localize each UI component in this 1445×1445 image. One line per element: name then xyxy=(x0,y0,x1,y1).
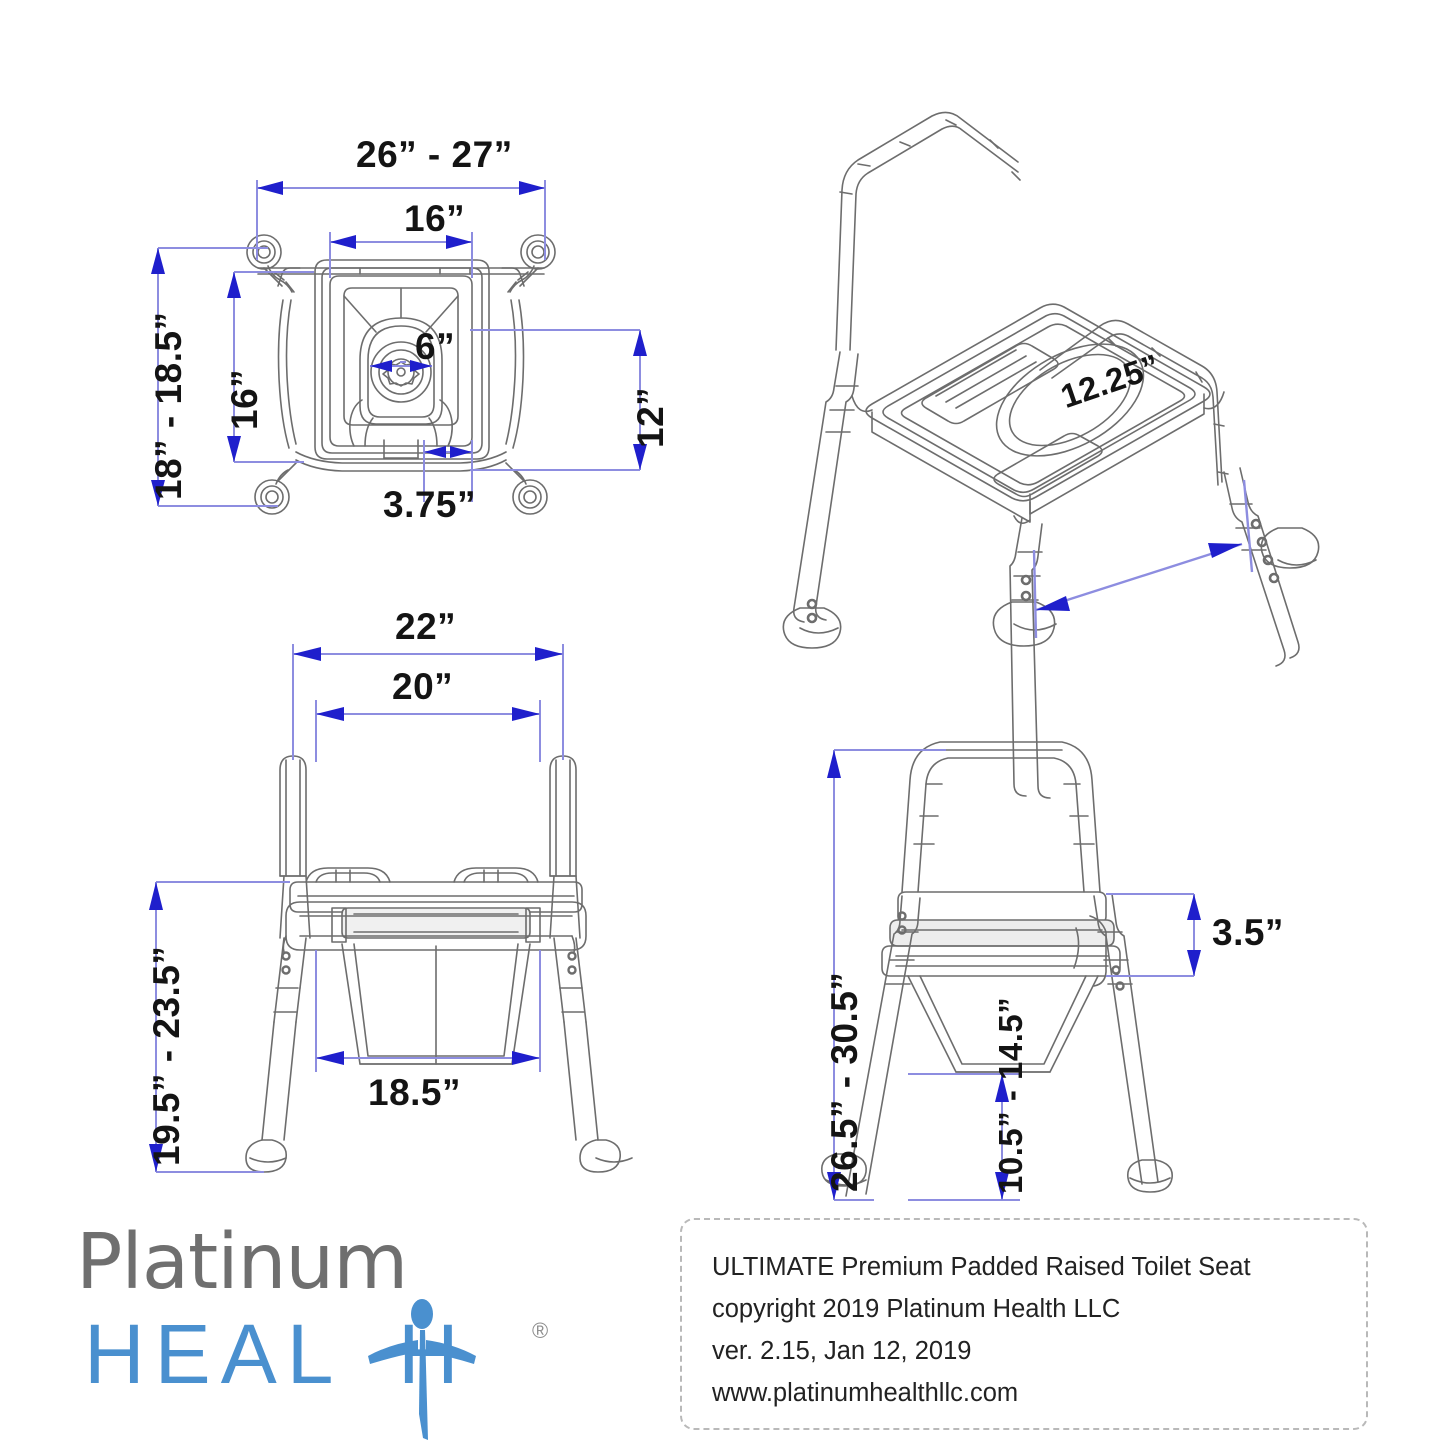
isometric-view: 12.25” xyxy=(740,80,1360,799)
dim-top-opening-width: 6” xyxy=(415,326,456,367)
top-view-drawing xyxy=(151,180,647,515)
front-view-drawing xyxy=(149,644,633,1173)
isometric-view-drawing xyxy=(782,111,1320,799)
dim-top-seat-depth: 16” xyxy=(224,368,265,430)
dim-top-seat-width: 16” xyxy=(404,198,466,239)
logo-platinum-text: Platinum xyxy=(76,1218,408,1307)
info-line-product: ULTIMATE Premium Padded Raised Toilet Se… xyxy=(712,1253,1251,1281)
dim-top-overall-width: 26” - 27” xyxy=(356,134,513,175)
dim-side-overall-height: 26.5” - 30.5” xyxy=(824,971,865,1192)
logo-health-text: HEAL xyxy=(84,1307,344,1401)
logo-registered-mark: ® xyxy=(532,1318,549,1343)
dim-side-seat-thickness: 3.5” xyxy=(1212,912,1284,953)
info-line-website: www.platinumhealthllc.com xyxy=(712,1379,1019,1407)
dim-front-inner-width: 20” xyxy=(392,666,454,707)
dim-front-frame-width: 18.5” xyxy=(368,1072,462,1113)
info-line-version: ver. 2.15, Jan 12, 2019 xyxy=(712,1337,972,1365)
info-line-copyright: copyright 2019 Platinum Health LLC xyxy=(712,1295,1121,1323)
side-view: 26.5” - 30.5” 3.5” 10.5” - 14.5” xyxy=(790,720,1350,1201)
front-view: 22” 20” 19.5” - 23.5” 18.5” xyxy=(110,600,750,1200)
dim-front-outer-width: 22” xyxy=(395,606,457,647)
top-view: 26” - 27” 16” 18” - 18.5” 16” 12” 6” 3.7… xyxy=(0,0,700,580)
dim-side-bucket-clearance: 10.5” - 14.5” xyxy=(992,996,1029,1194)
dim-front-seat-height: 19.5” - 23.5” xyxy=(146,945,187,1166)
logo-human-figure-icon xyxy=(368,1299,476,1440)
side-view-drawing xyxy=(820,741,1201,1201)
dim-top-overall-depth: 18” - 18.5” xyxy=(148,311,189,500)
dim-top-front-gap: 3.75” xyxy=(383,484,477,525)
company-logo: Platinum HEAL H ® xyxy=(62,1218,582,1440)
product-info-box: ULTIMATE Premium Padded Raised Toilet Se… xyxy=(680,1218,1368,1430)
dim-top-opening-depth: 12” xyxy=(630,386,671,448)
